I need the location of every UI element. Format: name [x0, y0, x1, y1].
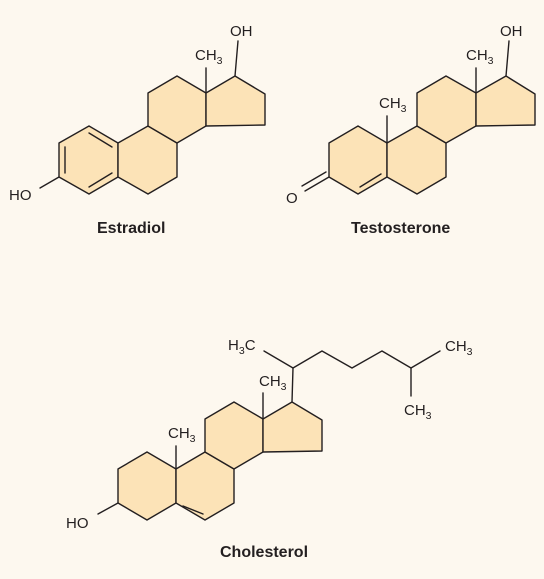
testosterone-ring-d: [475, 75, 536, 127]
testosterone-double-bond: [359, 173, 382, 188]
cholesterol-ch3-label: CH3: [404, 402, 432, 422]
estradiol-ch3-label: CH3: [195, 47, 223, 67]
testosterone-ring-a: [328, 125, 388, 195]
cholesterol-ho-label: HO: [66, 515, 89, 532]
cholesterol-ho-bond: [97, 502, 119, 515]
estradiol-double-bond: [88, 132, 113, 148]
estradiol-double-bond: [88, 172, 113, 188]
cholesterol-side-chain: [291, 350, 441, 403]
cholesterol-name: Cholesterol: [220, 544, 308, 561]
estradiol-oh-bond: [234, 40, 239, 77]
cholesterol-ring-d: [262, 401, 323, 453]
testosterone-structure: OH CH3 CH3 O Testosterone: [286, 23, 536, 237]
testosterone-o-label: O: [286, 190, 298, 207]
cholesterol-ch3-label: CH3: [445, 338, 473, 358]
testosterone-ketone-bond: [301, 171, 327, 187]
testosterone-name: Testosterone: [351, 220, 450, 237]
testosterone-ch3-label: CH3: [379, 95, 407, 115]
testosterone-oh-bond: [505, 40, 510, 77]
testosterone-ch3-label: CH3: [466, 47, 494, 67]
cholesterol-structure: H3C CH3 CH3 CH3 CH3 HO Cholesterol: [66, 337, 473, 561]
estradiol-structure: OH CH3 HO Estradiol: [9, 23, 266, 237]
testosterone-oh-label: OH: [500, 23, 523, 40]
testosterone-ketone-bond: [304, 176, 330, 192]
cholesterol-h3c-label: H3C: [228, 337, 256, 357]
estradiol-ho-label: HO: [9, 187, 32, 204]
cholesterol-ch3-label: CH3: [168, 425, 196, 445]
estradiol-oh-label: OH: [230, 23, 253, 40]
estradiol-ring-d: [205, 75, 266, 127]
estradiol-name: Estradiol: [97, 220, 165, 237]
estradiol-ho-bond: [39, 176, 60, 189]
cholesterol-ch3-label: CH3: [259, 373, 287, 393]
cholesterol-side-chain-methyl: [263, 350, 294, 369]
estradiol-ring-a: [58, 125, 119, 195]
cholesterol-double-bond: [182, 505, 204, 515]
cholesterol-ring-a: [117, 451, 177, 521]
